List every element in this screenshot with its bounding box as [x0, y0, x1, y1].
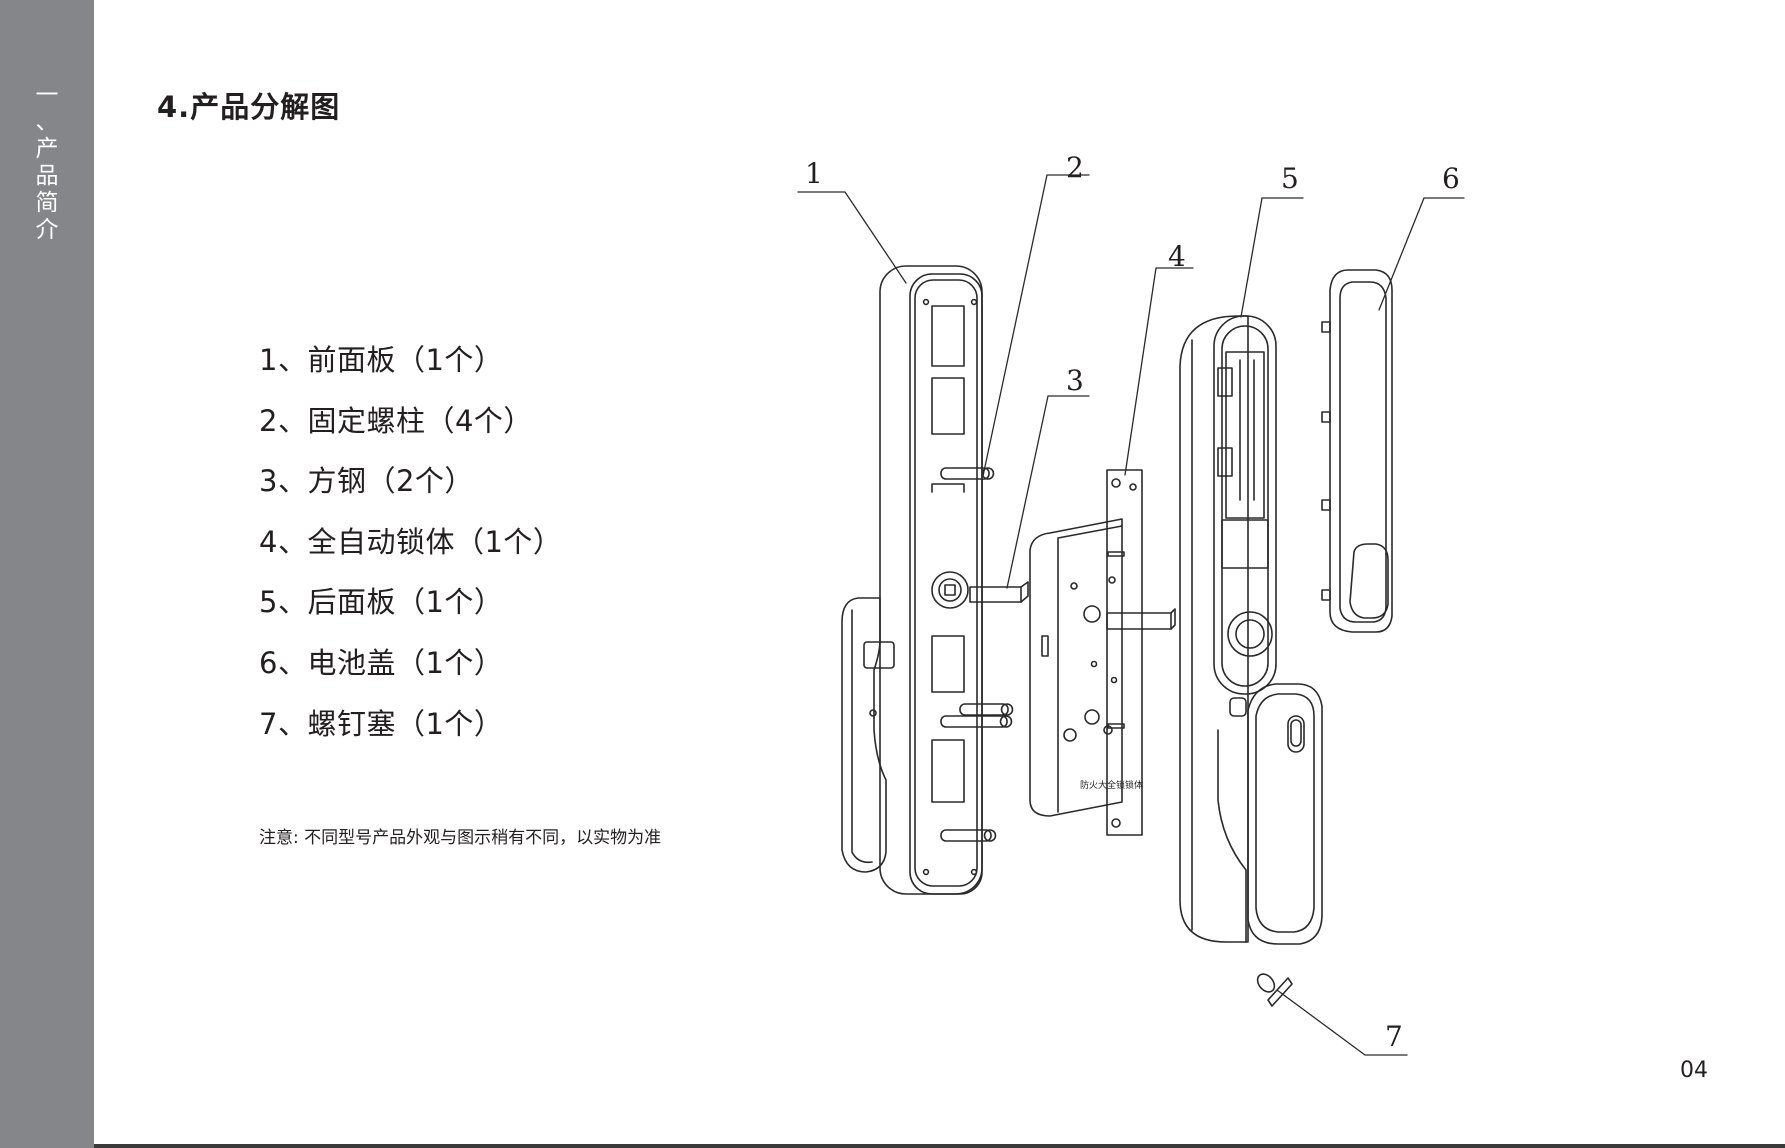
part-item: 6、电池盖（1个）: [259, 645, 504, 680]
callout-2: 2: [1066, 151, 1084, 184]
part-item: 1、前面板（1个）: [259, 343, 504, 377]
callout-3: 3: [1066, 364, 1084, 397]
rear-panel: [1179, 315, 1323, 1007]
mortise-lock-body: 防火大全锁锁体: [1029, 469, 1143, 836]
callout-6: 6: [1442, 162, 1460, 195]
bottom-rule: [94, 1144, 1785, 1148]
chapter-char: 简: [35, 190, 59, 216]
part-item: 7、螺钉塞（1个）: [259, 706, 504, 741]
note-text: 注意: 不同型号产品外观与图示稍有不同，以实物为准: [259, 828, 662, 848]
part-item: 3、方钢（2个）: [259, 464, 474, 499]
battery-cover: [1321, 269, 1393, 633]
front-panel: [841, 265, 983, 895]
chapter-char: 产: [35, 136, 59, 162]
lock-body-stamp: 防火大全锁锁体: [1080, 779, 1143, 791]
sidebar: 一 、 产 品 简 介: [0, 0, 94, 1148]
chapter-char: 品: [35, 163, 59, 189]
page-title: 4.产品分解图: [157, 90, 341, 124]
callout-7: 7: [1385, 1020, 1403, 1053]
chapter-label: 一 、 产 品 简 介: [31, 82, 63, 244]
callout-1: 1: [805, 157, 823, 190]
part-item: 2、固定螺柱（4个）: [259, 403, 533, 438]
part-item: 5、后面板（1个）: [259, 585, 504, 620]
chapter-char: 一: [35, 82, 59, 108]
callout-5: 5: [1281, 162, 1299, 195]
callout-leaders: [797, 174, 1465, 1056]
chapter-char: 介: [35, 217, 59, 243]
part-item: 4、全自动锁体（1个）: [259, 524, 563, 559]
callout-4: 4: [1168, 240, 1186, 273]
fixing-studs: [940, 467, 1014, 842]
parts-list: 1、前面板（1个） 2、固定螺柱（4个） 3、方钢（2个） 4、全自动锁体（1个…: [259, 340, 562, 764]
page-number: 04: [1680, 1058, 1708, 1083]
callout-labels: 1 2 3 4 5 6 7: [805, 151, 1460, 1053]
chapter-char: 、: [35, 109, 59, 135]
